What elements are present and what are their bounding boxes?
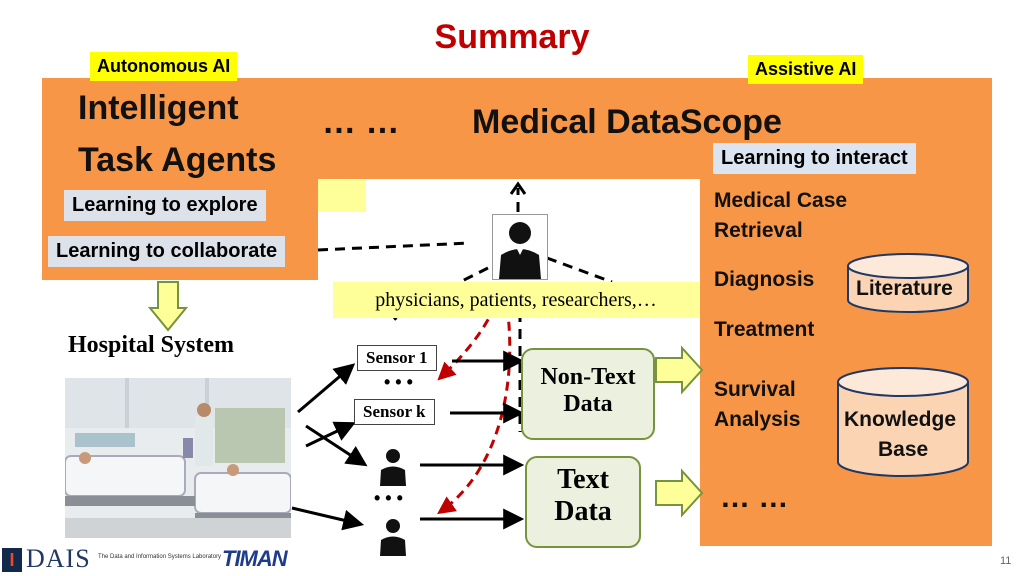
timan-logo: TIMAN xyxy=(222,546,288,571)
item-analysis: Analysis xyxy=(714,408,801,431)
literature-cylinder xyxy=(847,253,969,313)
agents-heading-line2: Task Agents xyxy=(78,141,277,179)
agents-heading-line1: Intelligent xyxy=(78,89,239,127)
assistive-ai-label: Assistive AI xyxy=(748,55,864,84)
patient-person-icon-2 xyxy=(376,514,410,556)
learning-to-explore-tag: Learning to explore xyxy=(64,190,266,221)
top-ellipsis: … … xyxy=(322,103,400,141)
item-medical-case: Medical Case xyxy=(714,189,848,212)
right-ellipsis: … … xyxy=(720,481,789,514)
user-person-icon xyxy=(492,214,548,280)
red-dashed-arrows xyxy=(437,291,512,515)
item-survival: Survival xyxy=(714,378,796,401)
item-treatment: Treatment xyxy=(714,318,815,341)
knowledge-base-label-line2: Base xyxy=(878,438,929,461)
learning-to-collaborate-tag: Learning to collaborate xyxy=(48,236,286,267)
autonomous-ai-label: Autonomous AI xyxy=(90,52,238,81)
hospital-system-label: Hospital System xyxy=(68,332,235,358)
dais-subtitle: The Data and Information Systems Laborat… xyxy=(98,554,222,560)
knowledge-base-label-line1: Knowledge xyxy=(844,408,957,431)
up-arrow-head xyxy=(509,181,527,195)
non-text-line1: Non-Text xyxy=(540,364,636,390)
literature-label: Literature xyxy=(856,277,953,300)
sensor-1-box: Sensor 1 xyxy=(357,345,437,371)
hospital-arrows xyxy=(291,363,368,531)
non-text-right-arrow xyxy=(655,345,704,395)
datascope-heading: Medical DataScope xyxy=(472,103,782,141)
text-line2: Data xyxy=(554,496,612,527)
sensor-k-box: Sensor k xyxy=(354,399,435,425)
learning-to-interact-tag: Learning to interact xyxy=(713,143,916,174)
text-data-box: Text Data xyxy=(525,456,641,548)
dais-logo: I DAIS The Data and Information Systems … xyxy=(2,544,221,574)
illinois-icon: I xyxy=(2,548,22,572)
patient-person-icon-1 xyxy=(376,444,410,486)
text-line1: Text xyxy=(557,464,609,495)
item-retrieval: Retrieval xyxy=(714,219,803,242)
sensor-dots: • • • xyxy=(384,372,413,392)
users-caption: physicians, patients, researchers,… xyxy=(333,282,699,318)
person-dots: • • • xyxy=(374,488,403,508)
non-text-data-box: Non-Text Data xyxy=(521,348,655,440)
item-diagnosis: Diagnosis xyxy=(714,268,815,291)
knowledge-base-cylinder xyxy=(837,367,969,477)
hospital-down-arrow xyxy=(147,281,189,332)
data-arrows xyxy=(420,350,525,530)
dais-logo-text: DAIS xyxy=(26,544,91,573)
text-right-arrow xyxy=(655,468,704,518)
page-title: Summary xyxy=(434,18,590,56)
yellow-connector xyxy=(318,180,366,212)
non-text-line2: Data xyxy=(563,391,613,417)
page-number: 11 xyxy=(1000,555,1012,567)
hospital-photo xyxy=(65,378,291,538)
